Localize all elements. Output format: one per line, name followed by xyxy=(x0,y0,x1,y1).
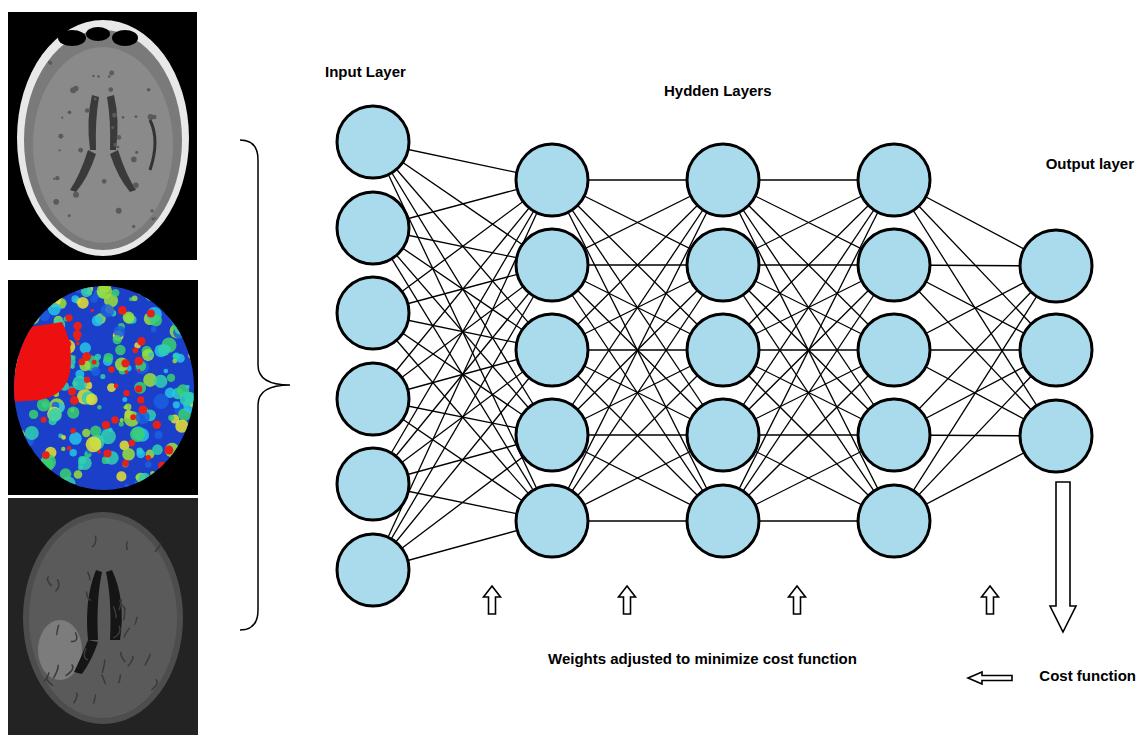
curly-bracket xyxy=(240,140,290,630)
neuron-circle xyxy=(858,144,930,216)
weight-line xyxy=(723,265,894,521)
arrows xyxy=(484,482,1077,684)
layer-label: Hydden Layers xyxy=(664,82,772,100)
hollow-arrow xyxy=(1050,482,1076,632)
weight-line xyxy=(552,265,723,521)
weight-line xyxy=(552,265,723,521)
weight-line xyxy=(723,265,894,521)
neurons xyxy=(337,106,1092,606)
neuron-circle xyxy=(337,363,409,435)
mri-image xyxy=(8,498,198,735)
neuron-circle xyxy=(516,229,588,301)
neuron-circle xyxy=(337,106,409,178)
note-label: Weights adjusted to minimize cost functi… xyxy=(548,650,857,668)
neuron-circle xyxy=(1020,400,1092,472)
neuron-circle xyxy=(858,399,930,471)
neuron-circle xyxy=(1020,314,1092,386)
weight-line xyxy=(552,180,723,435)
hollow-arrow xyxy=(789,586,806,614)
ct-scan-image xyxy=(8,12,197,260)
neuron-circle xyxy=(687,314,759,386)
layer-label: Input Layer xyxy=(325,63,406,81)
hollow-arrow xyxy=(968,672,1012,684)
hollow-arrow xyxy=(619,586,636,614)
neuron-circle xyxy=(337,192,409,264)
weight-lines xyxy=(373,142,1056,570)
neuron-circle xyxy=(858,229,930,301)
weight-line xyxy=(723,180,894,435)
weight-line xyxy=(894,180,1056,436)
note-label: Cost function xyxy=(1039,667,1136,685)
neuron-circle xyxy=(687,229,759,301)
neuron-circle xyxy=(516,314,588,386)
neuron-circle xyxy=(858,485,930,557)
neuron-circle xyxy=(858,314,930,386)
weight-line xyxy=(552,180,723,435)
neuron-circle xyxy=(337,534,409,606)
neuron-circle xyxy=(687,144,759,216)
layer-label: Output layer xyxy=(1046,155,1134,173)
perfusion-map-image xyxy=(5,280,203,496)
hollow-arrow xyxy=(982,586,999,614)
neuron-circle xyxy=(337,448,409,520)
neuron-circle xyxy=(337,277,409,349)
weight-line xyxy=(894,266,1056,521)
neuron-circle xyxy=(687,399,759,471)
weight-line xyxy=(723,180,894,435)
neuron-circle xyxy=(516,144,588,216)
hollow-arrow xyxy=(484,586,501,614)
neuron-circle xyxy=(516,485,588,557)
neuron-circle xyxy=(1020,230,1092,302)
neuron-circle xyxy=(516,399,588,471)
neuron-circle xyxy=(687,485,759,557)
